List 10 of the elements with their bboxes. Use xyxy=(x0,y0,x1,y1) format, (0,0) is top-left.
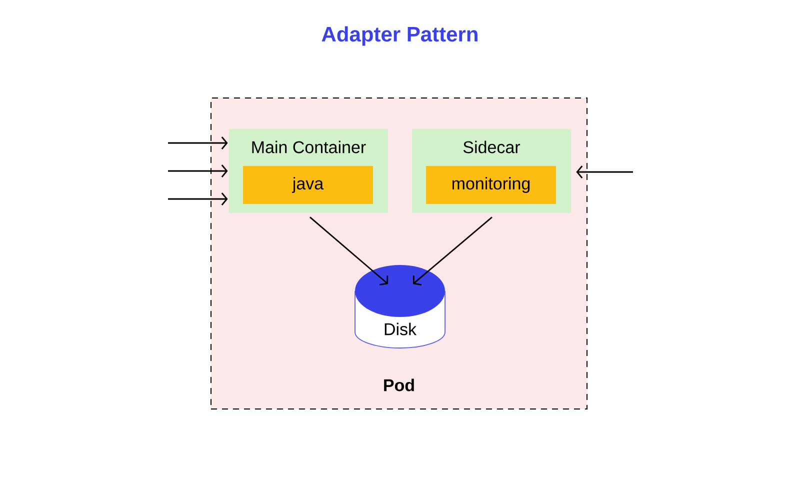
process-box: monitoring xyxy=(426,166,556,204)
arrow xyxy=(310,216,388,286)
disk-cylinder: Disk xyxy=(354,265,446,348)
title: Adapter Pattern xyxy=(322,26,478,46)
arrow xyxy=(168,192,228,206)
arrow xyxy=(168,136,228,150)
arrow xyxy=(168,164,228,178)
arrow xyxy=(412,216,492,286)
arrow xyxy=(576,166,633,178)
process-box: java xyxy=(243,166,373,204)
